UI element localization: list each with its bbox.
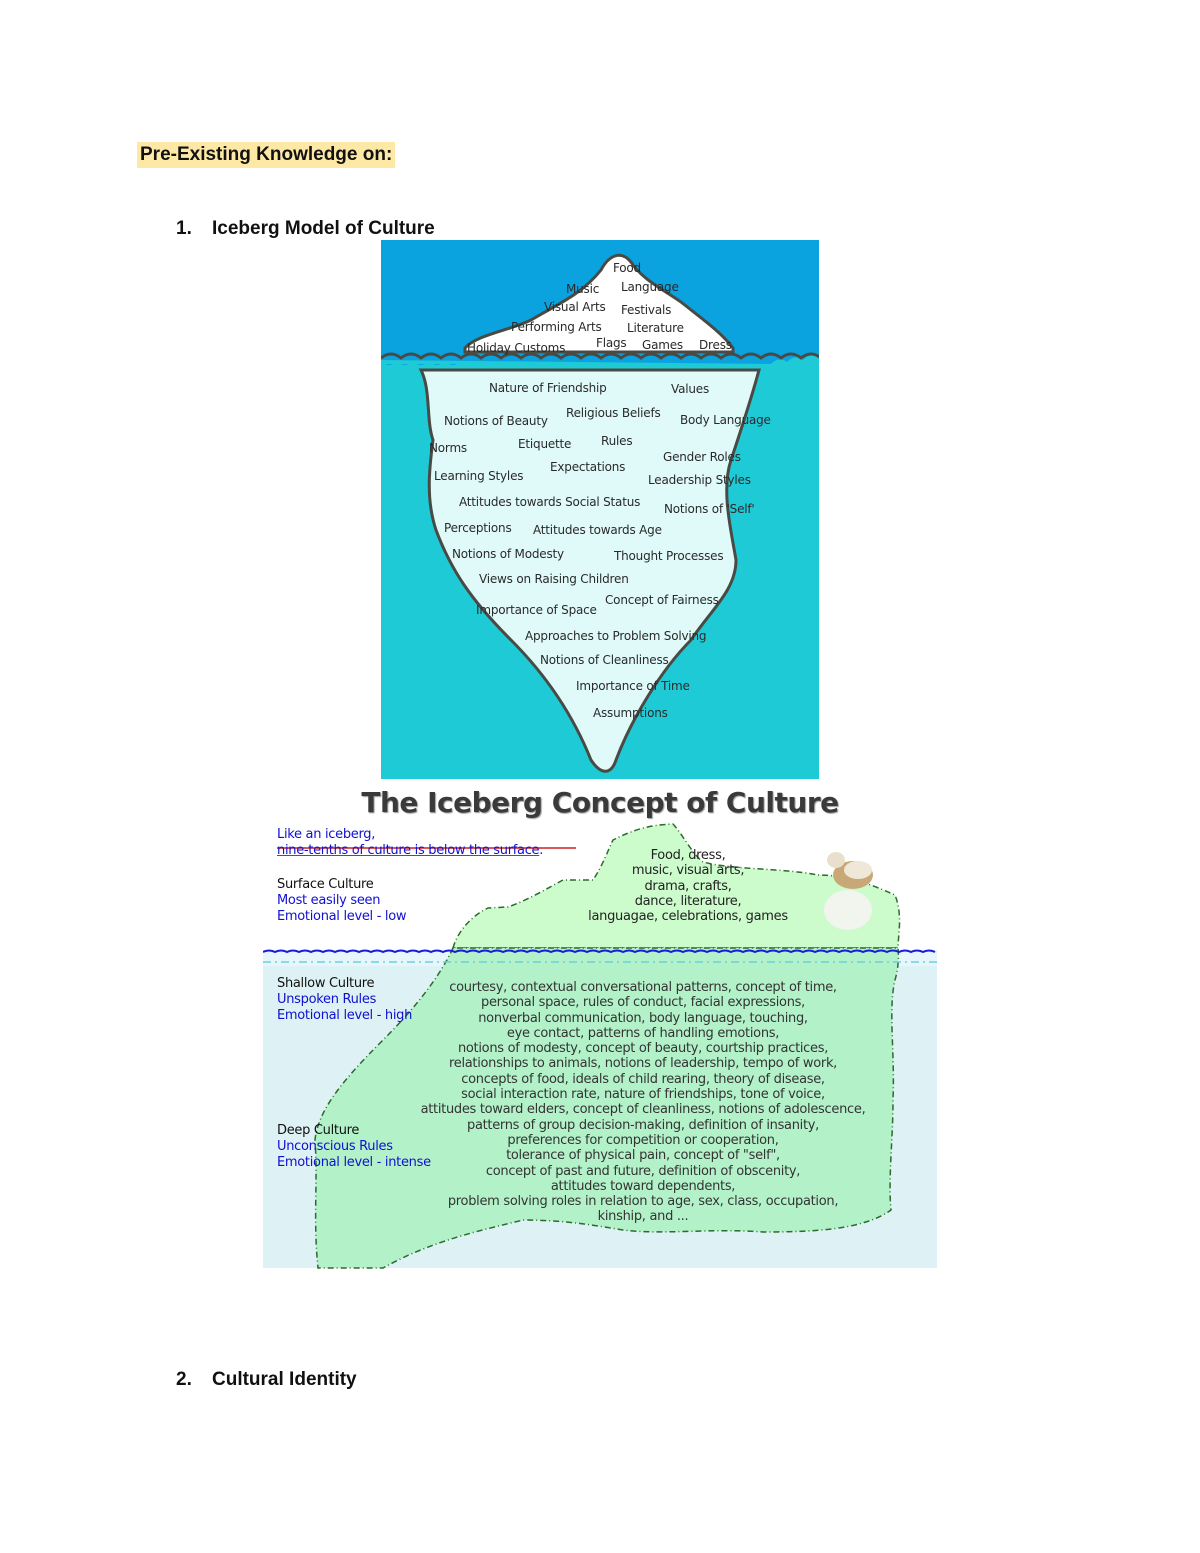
surface-culture-items: Food, dress, music, visual arts, drama, … xyxy=(563,848,813,924)
iceberg-concept-illustration xyxy=(263,823,937,1269)
deep-item: Views on Raising Children xyxy=(479,572,629,586)
surface-item: Visual Arts xyxy=(544,300,606,314)
deep-item: Expectations xyxy=(550,460,626,474)
deep-item: Attitudes towards Age xyxy=(533,523,662,537)
surface-sub2: Emotional level - low xyxy=(277,909,407,924)
text-line: courtesy, contextual conversational patt… xyxy=(449,980,837,995)
figure-title: The Iceberg Concept of Culture xyxy=(361,786,839,819)
shallow-title: Shallow Culture xyxy=(277,976,375,991)
tagline: Like an iceberg, nine-tenths of culture … xyxy=(277,827,543,859)
deep-item: Assumptions xyxy=(593,706,668,720)
list-number: 2. xyxy=(176,1369,192,1390)
deep-item: Nature of Friendship xyxy=(489,381,607,395)
surface-title: Surface Culture xyxy=(277,877,374,892)
tagline-line-2: nine-tenths of culture is below the surf… xyxy=(277,843,540,858)
surface-sub1: Most easily seen xyxy=(277,893,381,908)
list-number: 1. xyxy=(176,218,192,239)
deep-item: Notions of 'Self' xyxy=(664,502,755,516)
text-line: nonverbal communication, body language, … xyxy=(478,1010,808,1026)
iceberg-model-figure: Food Music Language Visual Arts Festival… xyxy=(381,240,819,779)
text-line: notions of modesty, concept of beauty, c… xyxy=(457,1041,829,1057)
deep-item: Religious Beliefs xyxy=(566,406,661,420)
deep-item: Values xyxy=(671,382,710,396)
deep-item: Leadership Styles xyxy=(648,473,751,487)
list-item-iceberg-model: 1. Iceberg Model of Culture xyxy=(176,218,435,240)
text-line: preferences for competition or cooperati… xyxy=(507,1132,779,1148)
list-item-cultural-identity: 2. Cultural Identity xyxy=(176,1369,357,1391)
deep-item: Etiquette xyxy=(518,437,572,451)
surface-item: Literature xyxy=(627,321,684,335)
text-line: eye contact, patterns of handling emotio… xyxy=(506,1025,780,1041)
below-surface-items: courtesy, contextual conversational patt… xyxy=(383,980,903,1225)
text-line: personal space, rules of conduct, facial… xyxy=(481,995,805,1011)
surface-item: Language xyxy=(621,280,679,294)
deep-title: Deep Culture xyxy=(277,1123,360,1138)
text-line: Food, dress, xyxy=(650,848,726,863)
surface-item: Games xyxy=(642,338,683,352)
deep-sub1: Unconscious Rules xyxy=(277,1139,393,1154)
text-line: attitudes toward dependents, xyxy=(550,1178,736,1194)
deep-item: Body Language xyxy=(680,413,771,427)
section-heading: Pre-Existing Knowledge on: xyxy=(137,142,396,168)
text-line: tolerance of physical pain, concept of "… xyxy=(506,1148,780,1164)
deep-item: Attitudes towards Social Status xyxy=(459,495,641,509)
deep-item: Norms xyxy=(429,441,467,455)
deep-item: Gender Roles xyxy=(663,450,741,464)
surface-culture-label: Surface Culture Most easily seen Emotion… xyxy=(277,877,407,925)
surface-item: Dress xyxy=(699,338,732,352)
deep-item: Rules xyxy=(601,434,633,448)
surface-item: Music xyxy=(566,282,600,296)
text-line: concept of past and future, definition o… xyxy=(485,1163,801,1179)
deep-culture-label: Deep Culture Unconscious Rules Emotional… xyxy=(277,1123,431,1171)
iceberg-illustration xyxy=(381,240,819,779)
deep-item: Importance of Time xyxy=(576,679,690,693)
deep-item: Concept of Fairness xyxy=(605,593,719,607)
surface-item: Food xyxy=(613,261,641,275)
text-line: relationships to animals, notions of lea… xyxy=(448,1056,838,1072)
text-line: dance, literature, xyxy=(634,893,742,909)
deep-item: Notions of Modesty xyxy=(452,547,564,561)
iceberg-concept-figure: The Iceberg Concept of Culture Like an i… xyxy=(263,780,937,1270)
deep-item: Perceptions xyxy=(444,521,512,535)
deep-item: Notions of Cleanliness xyxy=(540,653,669,667)
text-line: attitudes toward elders, concept of clea… xyxy=(420,1102,866,1118)
text-line: music, visual arts, xyxy=(631,863,745,879)
text-line: languagae, celebrations, games xyxy=(588,909,788,925)
surface-item: Festivals xyxy=(621,303,672,317)
text-line: problem solving roles in relation to age… xyxy=(447,1194,839,1210)
tagline-line-1: Like an iceberg, xyxy=(277,827,376,842)
list-label: Iceberg Model of Culture xyxy=(212,218,435,239)
text-line: patterns of group decision-making, defin… xyxy=(467,1117,819,1133)
deep-item: Approaches to Problem Solving xyxy=(525,629,707,643)
tagline-period: . xyxy=(539,843,544,858)
text-line: kinship, and ... xyxy=(597,1209,689,1225)
shallow-culture-label: Shallow Culture Unspoken Rules Emotional… xyxy=(277,976,412,1024)
list-label: Cultural Identity xyxy=(212,1369,357,1390)
deep-item: Learning Styles xyxy=(434,469,524,483)
deep-item: Thought Processes xyxy=(614,549,724,563)
text-line: drama, crafts, xyxy=(644,878,732,894)
deep-item: Importance of Space xyxy=(476,603,597,617)
surface-item: Performing Arts xyxy=(511,320,602,334)
shallow-sub2: Emotional level - high xyxy=(277,1008,413,1023)
text-line: social interaction rate, nature of frien… xyxy=(461,1087,825,1103)
surface-item: Flags xyxy=(596,336,627,350)
shallow-sub1: Unspoken Rules xyxy=(277,992,377,1007)
deep-item: Notions of Beauty xyxy=(444,414,548,428)
deep-sub2: Emotional level - intense xyxy=(277,1155,431,1170)
text-line: concepts of food, ideals of child rearin… xyxy=(461,1071,825,1087)
surface-item: Holiday Customs xyxy=(467,341,566,355)
polar-bear-image xyxy=(818,840,878,932)
